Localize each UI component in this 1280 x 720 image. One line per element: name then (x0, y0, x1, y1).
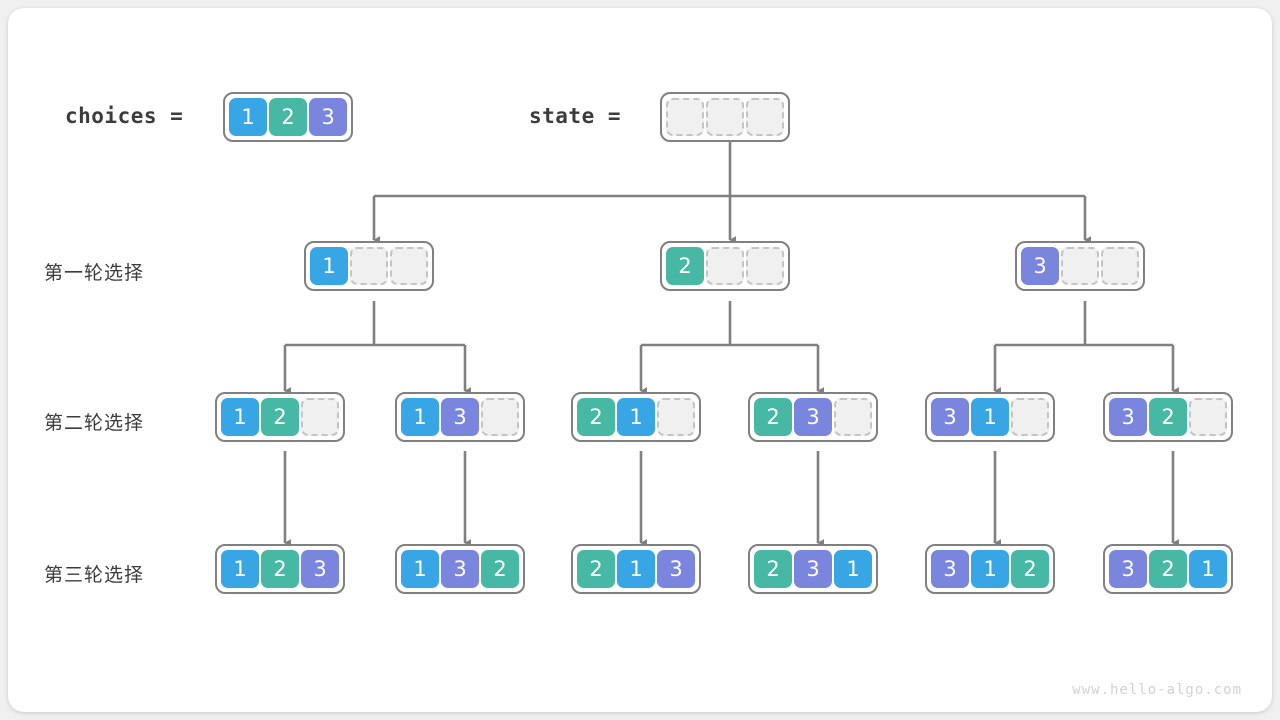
level1-node-2: 2 (660, 241, 790, 291)
array-cell-filled: 2 (481, 550, 519, 588)
array-cell-filled: 3 (931, 550, 969, 588)
row-label-round-2: 第二轮选择 (44, 413, 145, 434)
array-cell-filled: 1 (401, 398, 439, 436)
array-cell-filled: 1 (229, 98, 267, 136)
array-cell-filled: 2 (1149, 550, 1187, 588)
array-cell-filled: 1 (834, 550, 872, 588)
level1-node-1: 1 (304, 241, 434, 291)
site-watermark: www.hello-algo.com (1072, 682, 1242, 698)
array-cell-filled: 3 (794, 550, 832, 588)
level1-node-3: 3 (1015, 241, 1145, 291)
array-cell-filled: 1 (310, 247, 348, 285)
array-cell-filled: 3 (931, 398, 969, 436)
array-cell-empty (1101, 247, 1139, 285)
array-cell-filled: 2 (261, 398, 299, 436)
array-cell-filled: 2 (1011, 550, 1049, 588)
array-cell-filled: 3 (441, 398, 479, 436)
array-cell-filled: 1 (617, 398, 655, 436)
array-cell-filled: 1 (401, 550, 439, 588)
array-cell-filled: 2 (577, 398, 615, 436)
array-cell-empty (350, 247, 388, 285)
array-cell-empty (746, 98, 784, 136)
array-cell-empty (1189, 398, 1227, 436)
array-cell-filled: 1 (221, 398, 259, 436)
row-label-round-3: 第三轮选择 (44, 565, 145, 586)
array-cell-empty (706, 247, 744, 285)
array-cell-filled: 2 (269, 98, 307, 136)
array-cell-filled: 3 (1109, 550, 1147, 588)
array-cell-filled: 1 (971, 550, 1009, 588)
array-cell-filled: 1 (617, 550, 655, 588)
array-cell-empty (390, 247, 428, 285)
array-cell-filled: 1 (221, 550, 259, 588)
array-cell-filled: 1 (971, 398, 1009, 436)
array-cell-filled: 3 (794, 398, 832, 436)
array-cell-empty (1011, 398, 1049, 436)
array-cell-filled: 3 (309, 98, 347, 136)
array-cell-filled: 2 (1149, 398, 1187, 436)
array-cell-empty (481, 398, 519, 436)
array-cell-empty (657, 398, 695, 436)
array-cell-filled: 3 (1021, 247, 1059, 285)
array-cell-filled: 3 (301, 550, 339, 588)
array-cell-filled: 2 (754, 398, 792, 436)
array-cell-filled: 2 (261, 550, 299, 588)
row-label-round-1: 第一轮选择 (44, 263, 145, 284)
array-cell-empty (834, 398, 872, 436)
array-cell-filled: 3 (441, 550, 479, 588)
array-cell-filled: 3 (657, 550, 695, 588)
array-cell-filled: 2 (666, 247, 704, 285)
tree-connectors (283, 141, 1179, 547)
array-cell-filled: 1 (1189, 550, 1227, 588)
state-label: state = (529, 104, 622, 128)
choices-label: choices = (65, 104, 184, 128)
array-cell-filled: 2 (754, 550, 792, 588)
array-cell-empty (301, 398, 339, 436)
state-array-root (660, 92, 790, 142)
array-cell-empty (1061, 247, 1099, 285)
array-cell-empty (706, 98, 744, 136)
array-cell-empty (666, 98, 704, 136)
array-cell-filled: 2 (577, 550, 615, 588)
array-cell-empty (746, 247, 784, 285)
array-cell-filled: 3 (1109, 398, 1147, 436)
